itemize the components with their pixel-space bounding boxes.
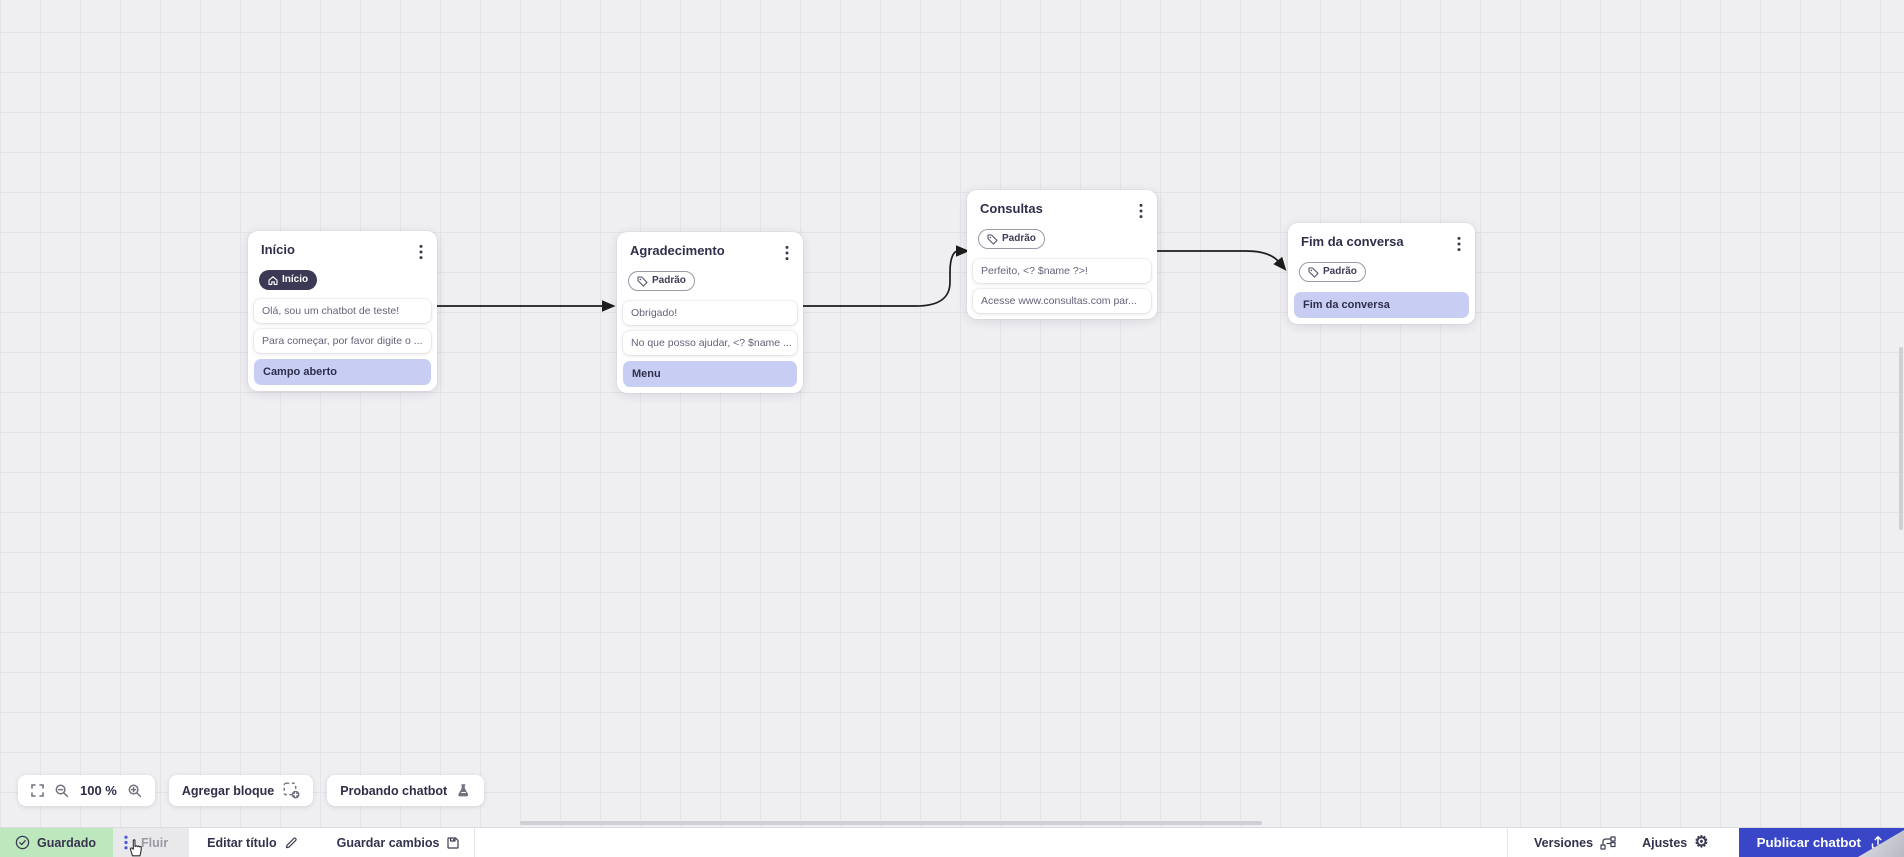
node-title: Início [261,242,295,257]
node-action-block[interactable]: Menu [623,360,797,387]
zoom-out-icon [55,784,69,797]
statusbar-divider [474,828,476,857]
publish-chatbot-button[interactable]: Publicar chatbot [1738,828,1904,857]
tab-flow-label: Fluir [141,835,169,850]
node-type-badge: Padrão [978,229,1045,249]
node-message-block[interactable]: Obrigado! [623,300,797,325]
node-body: Fim da conversa [1288,283,1475,318]
drag-handle-icon [124,835,128,850]
node-badge-row: Padrão [967,221,1157,250]
statusbar-right-group: Versiones Ajustes ⚙ Publicar chatbot [1507,828,1904,857]
versions-branch-icon [1600,835,1616,850]
node-badge-row: Início [248,262,437,290]
node-type-badge: Padrão [628,271,695,291]
node-message-block[interactable]: Acesse www.consultas.com par... [973,288,1151,313]
statusbar-spacer [475,828,1507,857]
zoom-out-button[interactable] [55,784,69,798]
saved-status-badge: Guardado [0,828,114,857]
flask-icon [458,783,469,796]
node-type-badge: Padrão [1299,262,1366,282]
save-changes-label: Guardar cambios [336,835,440,850]
node-badge-row: Padrão [617,263,803,292]
node-message-block[interactable]: Perfeito, <? $name ?>! [973,258,1151,283]
zoom-in-button[interactable] [128,784,142,798]
node-message-block[interactable]: Olá, sou um chatbot de teste! [254,299,431,323]
versions-button[interactable]: Versiones [1534,828,1616,857]
node-badge-label: Padrão [652,275,686,286]
node-body: Perfeito, <? $name ?>! Acesse www.consult… [967,250,1157,313]
flow-node-Fim da conversa[interactable]: Fim da conversaPadrãoFim da conversa [1288,223,1475,324]
publish-chatbot-label: Publicar chatbot [1756,835,1861,850]
node-menu-button[interactable] [1455,234,1463,254]
test-chatbot-label: Probando chatbot [340,783,448,798]
home-icon [268,275,278,285]
node-header: Fim da conversa [1288,232,1475,254]
node-message-block[interactable]: Para começar, por favor digite o ... [254,329,431,353]
node-header: Consultas [967,199,1157,221]
tab-flow[interactable]: Fluir [113,828,190,857]
tag-icon [1308,266,1319,278]
node-title: Fim da conversa [1301,234,1404,249]
flow-connections [437,245,1287,312]
pencil-icon [285,837,297,848]
vertical-scrollbar[interactable] [1899,347,1903,530]
node-menu-button[interactable] [783,243,791,263]
upload-icon [1871,836,1885,849]
tag-icon [987,233,998,245]
kebab-menu-icon [785,245,789,261]
edit-title-label: Editar título [207,835,277,850]
connection-Consultas-to-Fim da conversa[interactable] [1157,250,1287,271]
node-body: Obrigado! No que posso ajudar, <? $name .… [617,292,803,387]
settings-button[interactable]: Ajustes ⚙ [1642,828,1709,857]
node-title: Agradecimento [630,243,725,258]
edit-title-button[interactable]: Editar título [207,828,297,857]
node-header: Início [248,240,437,262]
node-menu-button[interactable] [1137,201,1145,221]
kebab-menu-icon [1457,236,1461,252]
node-body: Olá, sou um chatbot de teste! Para começa… [248,290,437,385]
add-block-label: Agregar bloque [181,783,275,798]
versions-label: Versiones [1534,835,1594,850]
bottom-statusbar: Guardado Fluir Editar título Guardar cam… [0,827,1904,857]
tag-icon [637,275,648,287]
zoom-level-value: 100 % [80,783,117,798]
zoom-in-icon [128,784,142,797]
node-menu-button[interactable] [417,242,425,262]
horizontal-scrollbar[interactable] [520,821,1262,825]
connection-Agradecimento-to-Consultas[interactable] [803,245,970,307]
test-chatbot-button[interactable]: Probando chatbot [327,775,485,806]
node-badge-row: Padrão [1288,254,1475,283]
fullscreen-icon [31,784,44,797]
node-action-block[interactable]: Fim da conversa [1294,291,1469,318]
node-badge-label: Padrão [1002,233,1036,244]
node-header: Agradecimento [617,241,803,263]
save-icon [447,836,460,849]
fullscreen-button[interactable] [31,784,44,797]
add-block-icon [283,782,300,799]
node-type-badge: Início [259,270,318,290]
node-badge-label: Padrão [1323,266,1357,277]
kebab-menu-icon [1139,203,1143,219]
save-changes-button[interactable]: Guardar cambios [337,828,461,857]
canvas-toolbar: 100 % Agregar bloque Probando chatbot [18,775,485,806]
kebab-menu-icon [419,244,423,260]
node-title: Consultas [980,201,1043,216]
node-badge-label: Início [282,274,309,285]
add-block-button[interactable]: Agregar bloque [168,775,314,806]
node-message-block[interactable]: No que posso ajudar, <? $name ... [623,330,797,355]
node-action-block[interactable]: Campo aberto [254,359,431,385]
gear-icon: ⚙ [1694,833,1709,851]
settings-label: Ajustes [1642,835,1688,850]
zoom-controls: 100 % [18,775,155,806]
saved-status-label: Guardado [37,835,97,850]
check-circle-icon [15,835,30,850]
